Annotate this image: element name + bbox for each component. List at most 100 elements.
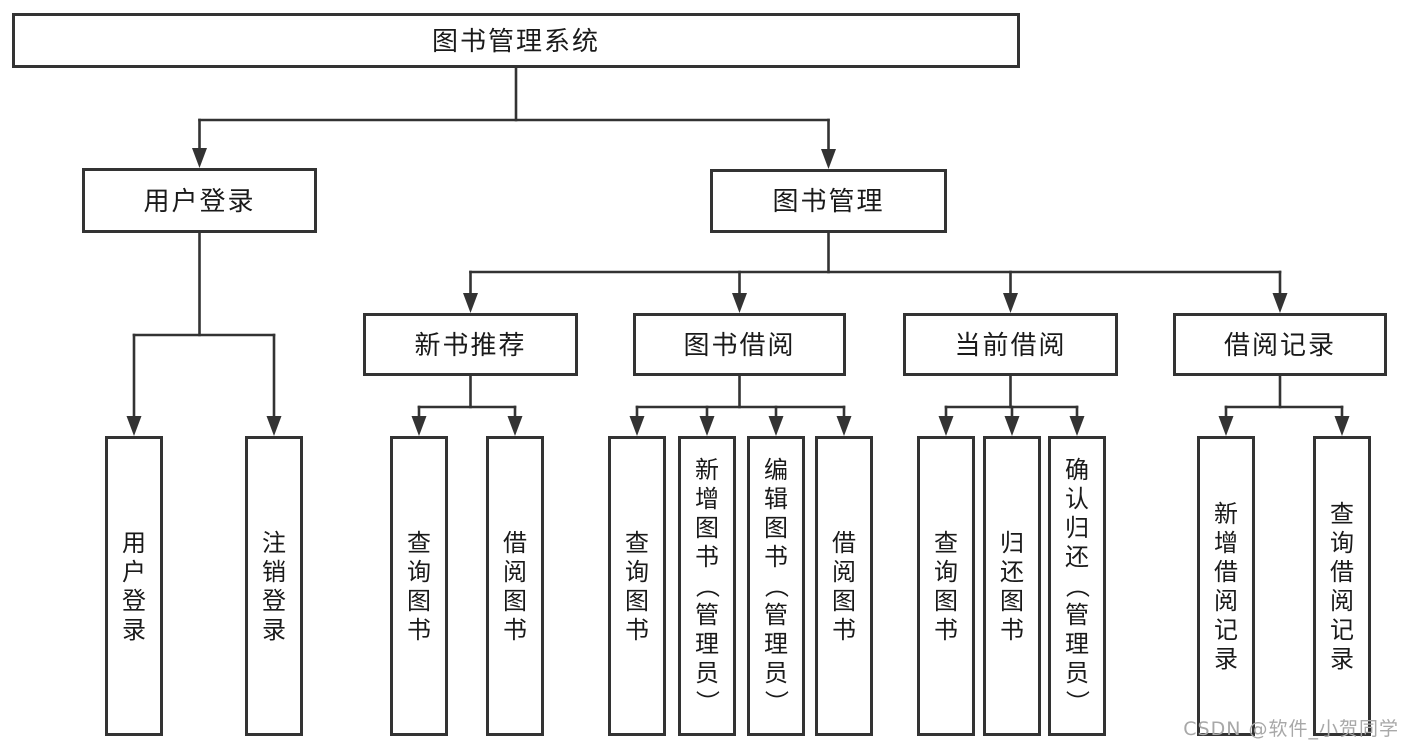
connector-arrowhead <box>1069 416 1085 436</box>
connector-arrowhead <box>411 416 427 436</box>
node-confirm-return: 确认归还 （ 管理员 ） <box>1048 436 1106 736</box>
node-label: 图书管理系统 <box>431 26 600 57</box>
connector-arrowhead <box>1003 293 1018 313</box>
node-label: 用户登录 <box>143 186 256 217</box>
node-label: 用户登录 <box>122 439 146 733</box>
vertical-char: 书 <box>503 615 527 644</box>
vertical-char: 归 <box>1000 528 1024 557</box>
vertical-char: 管 <box>764 601 788 629</box>
node-return-books: 归还图书 <box>983 436 1041 736</box>
connector-arrowhead <box>192 148 207 168</box>
vertical-char: 图 <box>503 586 527 615</box>
vertical-char: ） <box>1063 690 1091 714</box>
node-book-mgmt: 图书管理 <box>710 169 947 233</box>
vertical-char: 还 <box>1000 557 1024 586</box>
vertical-char: 记 <box>1214 615 1238 644</box>
vertical-char: 阅 <box>1214 586 1238 615</box>
vertical-char: 书 <box>832 615 856 644</box>
vertical-char: 查 <box>407 528 431 557</box>
vertical-char: 借 <box>503 528 527 557</box>
vertical-char: 确 <box>1065 456 1089 484</box>
node-label: 确认归还 （ 管理员 ） <box>1063 439 1091 733</box>
vertical-char: 理 <box>695 630 719 658</box>
node-label: 查询图书 <box>625 439 649 733</box>
vertical-char: 销 <box>262 557 286 586</box>
vertical-char: 阅 <box>832 557 856 586</box>
vertical-char: 录 <box>122 615 146 644</box>
node-current-borrow: 当前借阅 <box>903 313 1118 376</box>
vertical-char: 询 <box>407 557 431 586</box>
node-label: 借阅图书 <box>503 439 527 733</box>
vertical-char: 询 <box>625 557 649 586</box>
vertical-char: （ <box>1063 574 1091 598</box>
vertical-char: 管 <box>1065 601 1089 629</box>
node-edit-books: 编辑图书（管理员） <box>747 436 805 736</box>
csdn-watermark: CSDN @软件_小贺同学 <box>1183 718 1399 740</box>
vertical-char: 查 <box>934 528 958 557</box>
node-label: 查询借阅记录 <box>1330 439 1354 733</box>
vertical-char: 归 <box>1065 514 1089 542</box>
node-label: 当前借阅 <box>954 330 1067 361</box>
vertical-char: 查 <box>625 528 649 557</box>
connector-arrowhead <box>126 416 142 436</box>
vertical-char: 注 <box>262 528 286 557</box>
vertical-char: 书 <box>407 615 431 644</box>
vertical-char: 认 <box>1065 485 1089 513</box>
vertical-char: 增 <box>1214 528 1238 557</box>
vertical-char: 图 <box>832 586 856 615</box>
vertical-char: 理 <box>764 630 788 658</box>
node-borrow-books-1: 借阅图书 <box>486 436 544 736</box>
vertical-char: 借 <box>832 528 856 557</box>
vertical-char: 借 <box>1330 557 1354 586</box>
node-query-books-1: 查询图书 <box>390 436 448 736</box>
connector-arrowhead <box>821 149 836 169</box>
node-label: 查询图书 <box>934 439 958 733</box>
node-borrow-books-2: 借阅图书 <box>815 436 873 736</box>
connector-arrowhead <box>266 416 282 436</box>
vertical-char: 询 <box>934 557 958 586</box>
vertical-char: 图 <box>934 586 958 615</box>
vertical-char: （ <box>762 574 790 598</box>
vertical-char: 登 <box>262 586 286 615</box>
vertical-char: 还 <box>1065 543 1089 571</box>
node-book-borrow: 图书借阅 <box>633 313 846 376</box>
connector-arrowhead <box>938 416 954 436</box>
vertical-char: 员 <box>695 659 719 687</box>
vertical-char: 编 <box>764 456 788 484</box>
vertical-char: ） <box>693 690 721 714</box>
node-label: 注销登录 <box>262 439 286 733</box>
connector-arrowhead <box>699 416 715 436</box>
node-query-books-2: 查询图书 <box>608 436 666 736</box>
node-query-books-3: 查询图书 <box>917 436 975 736</box>
connector-arrowhead <box>629 416 645 436</box>
node-label: 查询图书 <box>407 439 431 733</box>
vertical-char: 增 <box>695 485 719 513</box>
vertical-char: 户 <box>122 557 146 586</box>
vertical-char: 借 <box>1214 557 1238 586</box>
vertical-char: 询 <box>1330 528 1354 557</box>
vertical-char: 书 <box>1000 615 1024 644</box>
vertical-char: 图 <box>695 514 719 542</box>
node-user-login-group: 用户登录 <box>82 168 317 233</box>
vertical-char: 书 <box>625 615 649 644</box>
node-new-book-rec: 新书推荐 <box>363 313 578 376</box>
vertical-char: 辑 <box>764 485 788 513</box>
node-label: 归还图书 <box>1000 439 1024 733</box>
vertical-char: 阅 <box>503 557 527 586</box>
vertical-char: 员 <box>1065 659 1089 687</box>
vertical-char: 查 <box>1330 499 1354 528</box>
vertical-char: （ <box>693 574 721 598</box>
vertical-char: 书 <box>934 615 958 644</box>
vertical-char: 员 <box>764 659 788 687</box>
vertical-char: 录 <box>1214 644 1238 673</box>
vertical-char: 书 <box>764 543 788 571</box>
vertical-char: 阅 <box>1330 586 1354 615</box>
vertical-char: 录 <box>262 615 286 644</box>
vertical-char: 书 <box>695 543 719 571</box>
vertical-char: 理 <box>1065 630 1089 658</box>
connector-arrowhead <box>1004 416 1020 436</box>
vertical-char: 录 <box>1330 644 1354 673</box>
connector-arrowhead <box>768 416 784 436</box>
node-borrow-records: 借阅记录 <box>1173 313 1387 376</box>
vertical-char: 图 <box>407 586 431 615</box>
